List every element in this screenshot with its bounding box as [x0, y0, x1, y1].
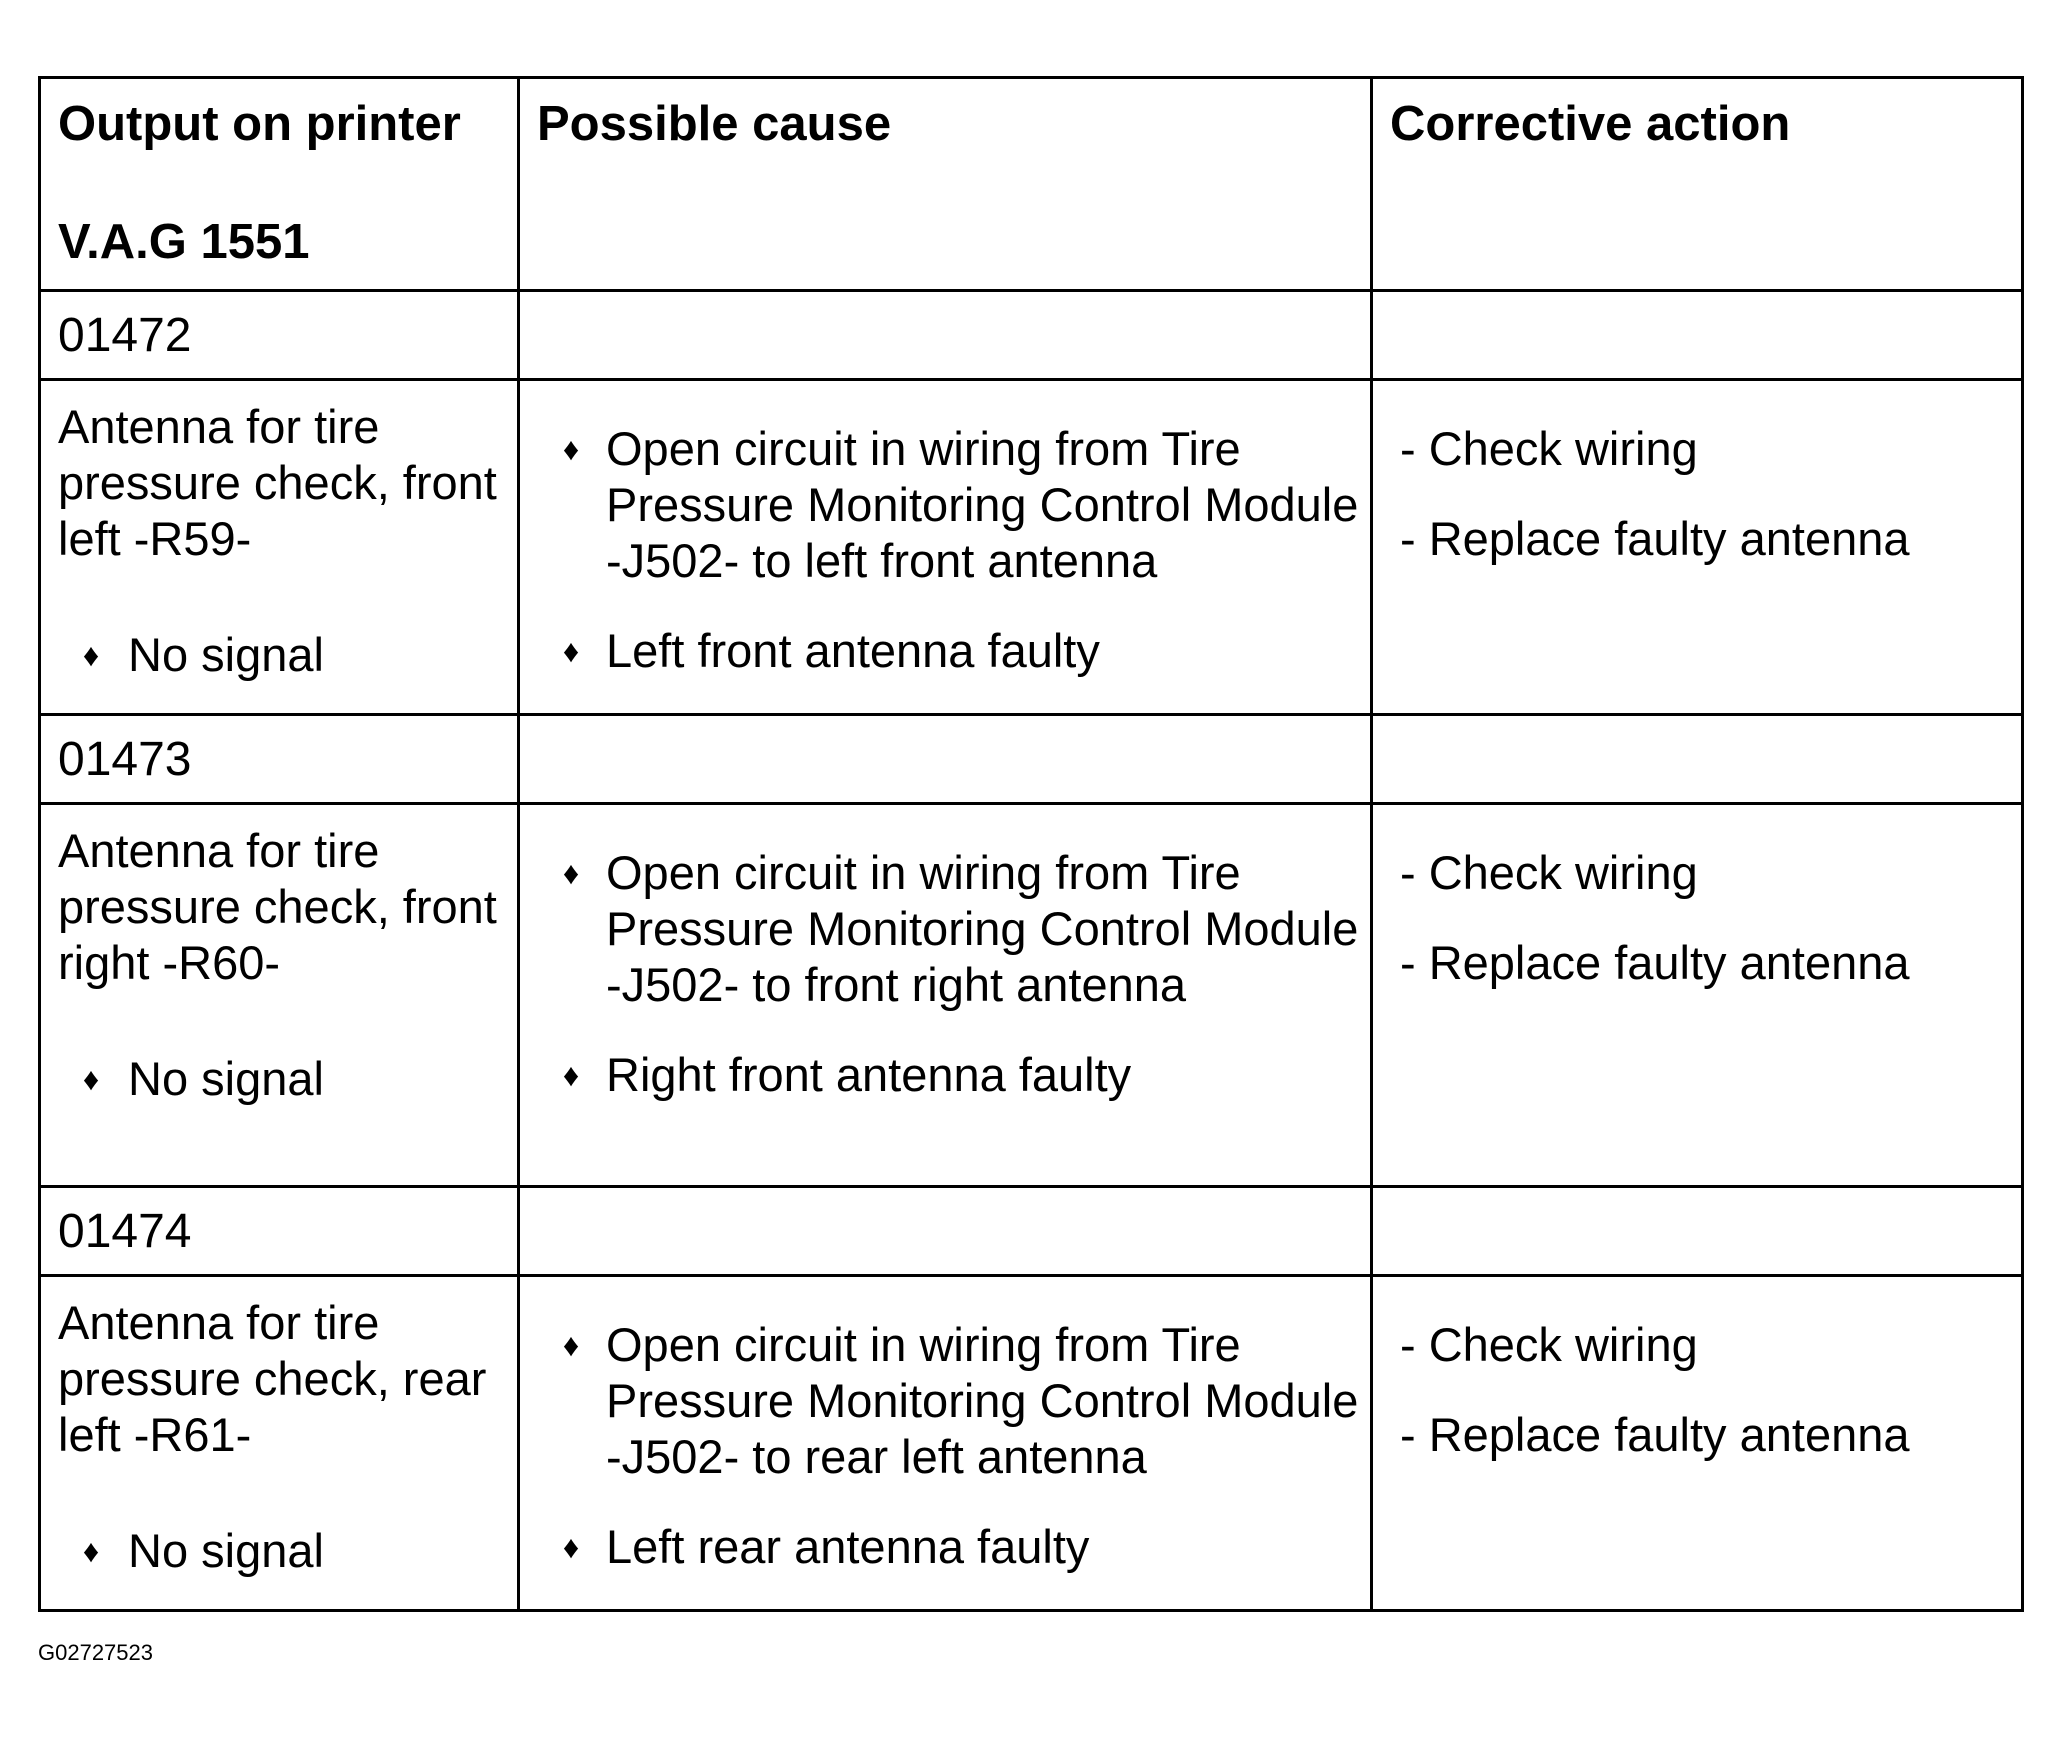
- output-cell: Antenna for tire pressure check, front r…: [38, 802, 520, 1188]
- empty-cell: [517, 713, 1373, 805]
- list-item: ♦ Left front antenna faulty: [520, 623, 1370, 679]
- diamond-bullet-icon: ♦: [562, 1057, 580, 1093]
- signal-text: No signal: [128, 1524, 324, 1577]
- output-signal: ♦ No signal: [58, 1523, 517, 1579]
- cause-text: Open circuit in wiring from Tire Pressur…: [606, 422, 1359, 587]
- output-component: Antenna for tire pressure check, front r…: [58, 824, 497, 989]
- header-cause: Possible cause: [517, 76, 1373, 292]
- cause-text: Left rear antenna faulty: [606, 1520, 1090, 1573]
- cause-text: Left front antenna faulty: [606, 624, 1100, 677]
- diamond-bullet-icon: ♦: [562, 1529, 580, 1565]
- header-output: Output on printer V.A.G 1551: [38, 76, 520, 292]
- table-row-code: 01474: [38, 1185, 2024, 1277]
- list-item: - Check wiring: [1400, 422, 1698, 475]
- fault-code-cell: 01472: [38, 289, 520, 381]
- diamond-bullet-icon: ♦: [82, 637, 100, 673]
- diamond-bullet-icon: ♦: [562, 431, 580, 467]
- diamond-bullet-icon: ♦: [562, 1327, 580, 1363]
- table-row-detail: Antenna for tire pressure check, front l…: [38, 378, 2024, 716]
- signal-text: No signal: [128, 628, 324, 681]
- cause-cell: ♦ Open circuit in wiring from Tire Press…: [517, 1274, 1373, 1612]
- fault-code-cell: 01473: [38, 713, 520, 805]
- diamond-bullet-icon: ♦: [82, 1533, 100, 1569]
- action-cell: - Check wiring - Replace faulty antenna: [1370, 1274, 2024, 1612]
- list-item: - Check wiring: [1400, 1318, 1698, 1371]
- output-signal: ♦ No signal: [58, 1051, 517, 1107]
- empty-cell: [1370, 289, 2024, 381]
- empty-cell: [1370, 713, 2024, 805]
- fault-code: 01472: [58, 309, 192, 362]
- list-item: - Replace faulty antenna: [1400, 1408, 1910, 1461]
- figure-id: G02727523: [38, 1640, 153, 1665]
- header-action-label: Corrective action: [1390, 97, 1791, 151]
- header-action: Corrective action: [1370, 76, 2024, 292]
- table-row-detail: Antenna for tire pressure check, rear le…: [38, 1274, 2024, 1612]
- output-component: Antenna for tire pressure check, rear le…: [58, 1296, 487, 1461]
- action-list: - Check wiring - Replace faulty antenna: [1400, 845, 2021, 991]
- action-cell: - Check wiring - Replace faulty antenna: [1370, 378, 2024, 716]
- list-item: ♦ Open circuit in wiring from Tire Press…: [520, 1317, 1370, 1485]
- output-signal: ♦ No signal: [58, 627, 517, 683]
- output-cell: Antenna for tire pressure check, front l…: [38, 378, 520, 716]
- table-row-detail: Antenna for tire pressure check, front r…: [38, 802, 2024, 1188]
- fault-code: 01474: [58, 1205, 192, 1258]
- table-row-code: 01472: [38, 289, 2024, 381]
- empty-cell: [517, 1185, 1373, 1277]
- fault-code: 01473: [58, 733, 192, 786]
- list-item: - Check wiring: [1400, 846, 1698, 899]
- cause-list: ♦ Open circuit in wiring from Tire Press…: [520, 1317, 1370, 1575]
- action-list: - Check wiring - Replace faulty antenna: [1400, 1317, 2021, 1463]
- list-item: ♦ Open circuit in wiring from Tire Press…: [520, 421, 1370, 589]
- fault-code-cell: 01474: [38, 1185, 520, 1277]
- cause-cell: ♦ Open circuit in wiring from Tire Press…: [517, 802, 1373, 1188]
- diamond-bullet-icon: ♦: [82, 1061, 100, 1097]
- list-item: ♦ Left rear antenna faulty: [520, 1519, 1370, 1575]
- header-output-line2: V.A.G 1551: [58, 215, 310, 269]
- table-row-code: 01473: [38, 713, 2024, 805]
- empty-cell: [517, 289, 1373, 381]
- list-item: - Replace faulty antenna: [1400, 512, 1910, 565]
- action-list: - Check wiring - Replace faulty antenna: [1400, 421, 2021, 567]
- fault-code-table: Output on printer V.A.G 1551 Possible ca…: [38, 76, 2024, 1612]
- header-cause-label: Possible cause: [537, 97, 892, 151]
- header-output-line1: Output on printer: [58, 97, 461, 151]
- cause-list: ♦ Open circuit in wiring from Tire Press…: [520, 845, 1370, 1103]
- cause-list: ♦ Open circuit in wiring from Tire Press…: [520, 421, 1370, 679]
- diamond-bullet-icon: ♦: [562, 633, 580, 669]
- cause-text: Open circuit in wiring from Tire Pressur…: [606, 1318, 1359, 1483]
- list-item: ♦ Open circuit in wiring from Tire Press…: [520, 845, 1370, 1013]
- list-item: - Replace faulty antenna: [1400, 936, 1910, 989]
- table-header-row: Output on printer V.A.G 1551 Possible ca…: [38, 76, 2024, 292]
- action-cell: - Check wiring - Replace faulty antenna: [1370, 802, 2024, 1188]
- output-cell: Antenna for tire pressure check, rear le…: [38, 1274, 520, 1612]
- diamond-bullet-icon: ♦: [562, 855, 580, 891]
- cause-cell: ♦ Open circuit in wiring from Tire Press…: [517, 378, 1373, 716]
- cause-text: Right front antenna faulty: [606, 1048, 1132, 1101]
- signal-text: No signal: [128, 1052, 324, 1105]
- output-component: Antenna for tire pressure check, front l…: [58, 400, 497, 565]
- list-item: ♦ Right front antenna faulty: [520, 1047, 1370, 1103]
- cause-text: Open circuit in wiring from Tire Pressur…: [606, 846, 1359, 1011]
- empty-cell: [1370, 1185, 2024, 1277]
